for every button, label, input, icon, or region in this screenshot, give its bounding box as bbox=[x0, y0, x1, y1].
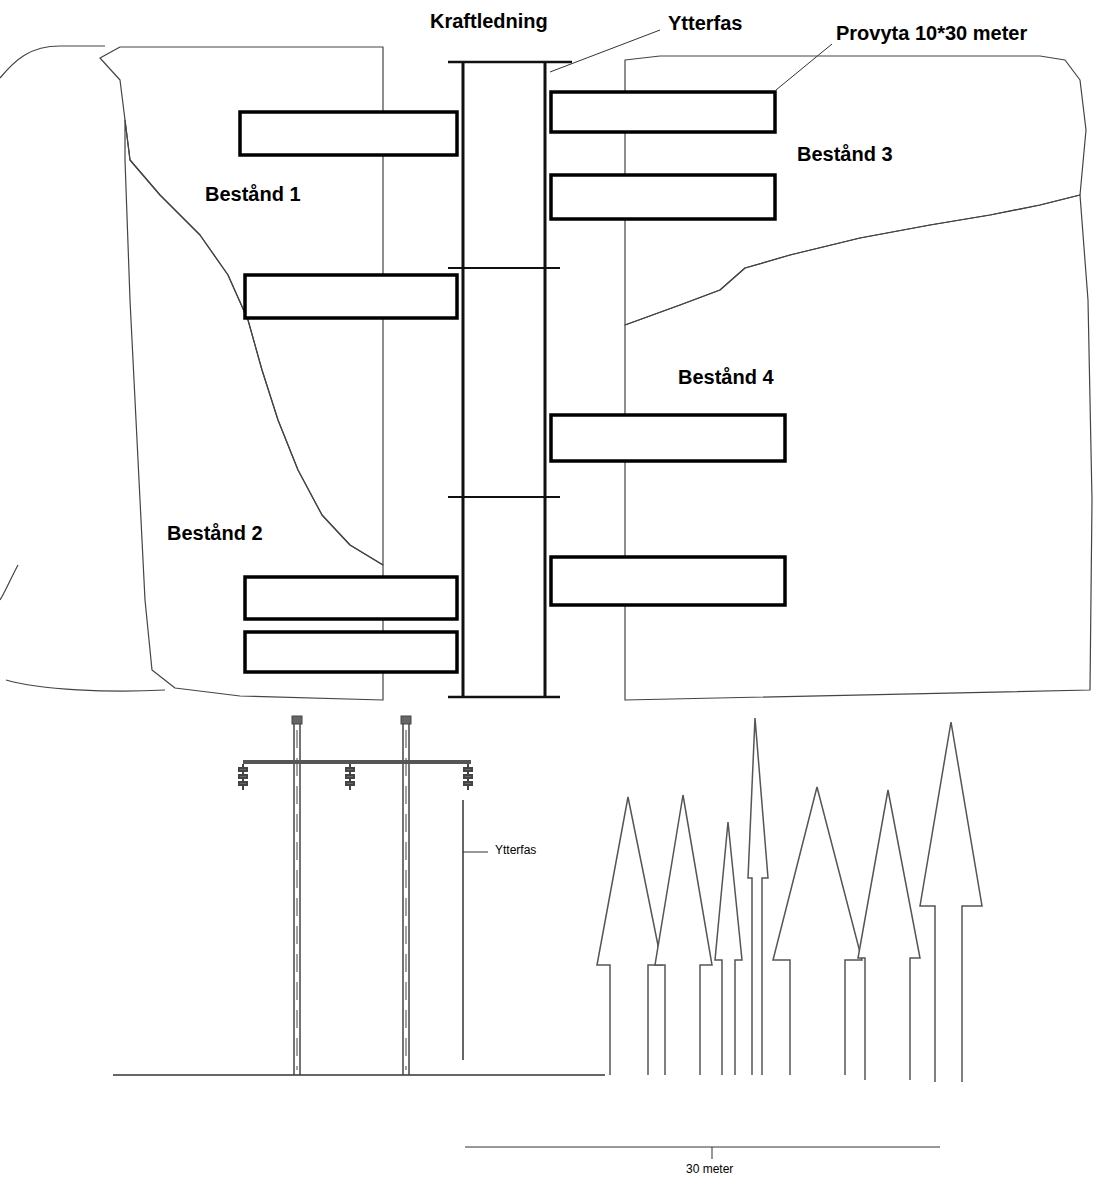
line-title: Kraftledning bbox=[430, 10, 548, 33]
forest-stand-region: Bestånd 4 bbox=[0, 0, 1097, 712]
ground-line bbox=[113, 1074, 605, 1076]
corridor-map bbox=[0, 0, 1097, 712]
power-pole bbox=[292, 716, 302, 1075]
region-outline bbox=[0, 0, 1097, 712]
forest-stand-region: Bestånd 2 bbox=[0, 0, 1097, 712]
region-outline bbox=[0, 0, 1097, 712]
landscape-outline bbox=[0, 46, 165, 691]
phase-label: Ytterfas bbox=[495, 844, 536, 858]
sample-plot bbox=[240, 92, 785, 672]
region-outline bbox=[0, 0, 1097, 712]
height-marker bbox=[462, 800, 464, 1060]
stand-label: Bestånd 1 bbox=[205, 183, 301, 206]
power-pole bbox=[401, 716, 411, 1075]
dimension-label: 30 meter bbox=[686, 1163, 733, 1177]
insulator bbox=[239, 764, 472, 790]
leader-line bbox=[550, 30, 660, 72]
stand-label: Bestånd 4 bbox=[678, 366, 774, 389]
tree-symbol bbox=[597, 718, 982, 1082]
forest-stand-region: Bestånd 1 bbox=[0, 0, 1097, 712]
region-outline bbox=[0, 0, 1097, 712]
phase-label: Ytterfas bbox=[668, 12, 742, 35]
crossarm bbox=[243, 760, 471, 764]
leader-line bbox=[463, 852, 488, 853]
plot-label: Provyta 10*30 meter bbox=[836, 22, 1027, 45]
dimension-tick bbox=[712, 1147, 713, 1159]
leader-line bbox=[776, 44, 832, 90]
dimension-line bbox=[465, 1147, 940, 1148]
forest-stand-region: Bestånd 3 bbox=[0, 0, 1097, 712]
sample-plots bbox=[0, 0, 1097, 712]
stand-label: Bestånd 2 bbox=[167, 522, 263, 545]
stand-label: Bestånd 3 bbox=[797, 143, 893, 166]
